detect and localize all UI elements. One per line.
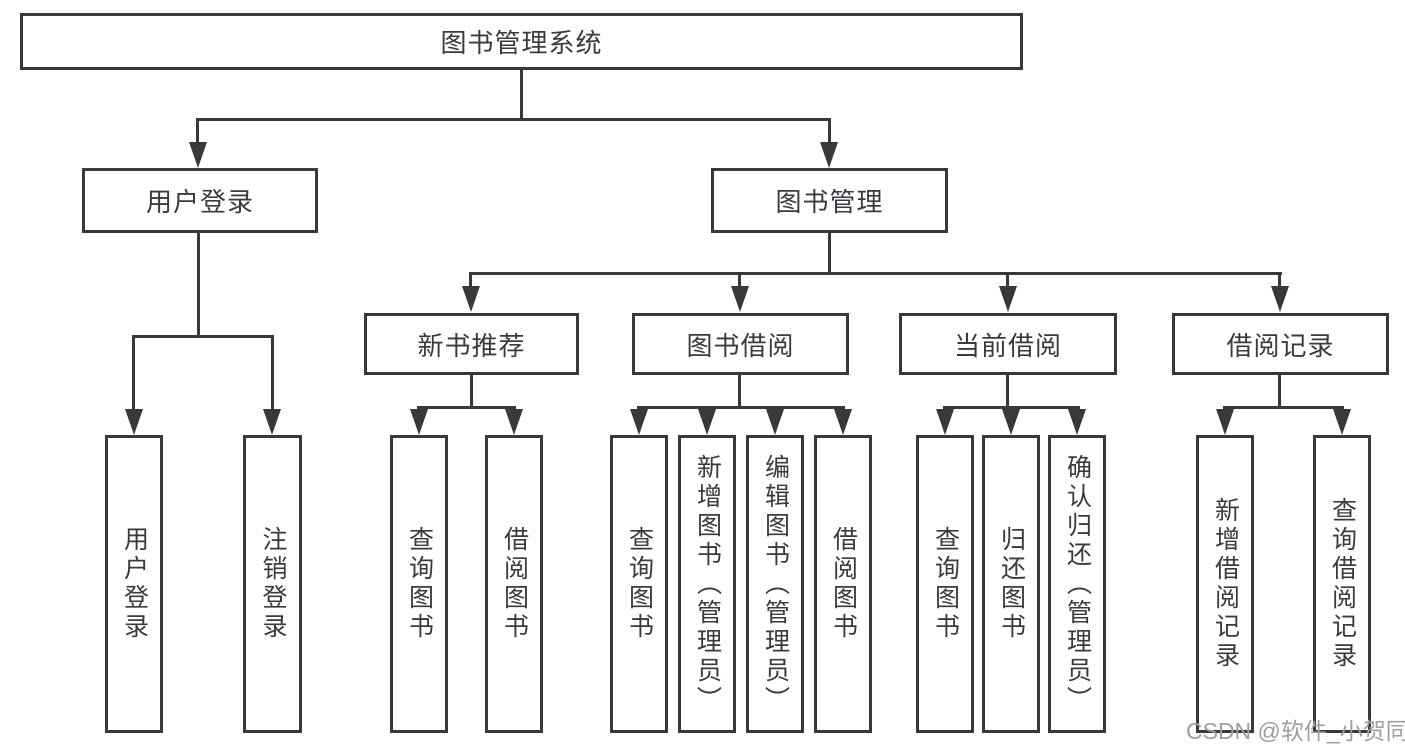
connector-vertical [1006, 272, 1009, 289]
connector-vertical [132, 335, 135, 411]
arrow-down-icon [731, 286, 749, 312]
arrow-down-icon [698, 409, 716, 435]
arrow-down-icon [505, 409, 523, 435]
connector-vertical [1006, 375, 1009, 409]
arrow-down-icon [820, 142, 838, 168]
leaf-query-books-recommend: 查询图书 [390, 435, 448, 733]
connector-vertical [738, 272, 741, 289]
connector-vertical [1278, 272, 1281, 289]
leaf-borrow-books-recommend: 借阅图书 [485, 435, 543, 733]
connector-vertical [469, 272, 472, 289]
connector-horizontal [469, 272, 1282, 275]
arrow-down-icon [263, 409, 281, 435]
watermark-text: CSDN @软件_小贺同学 [1186, 718, 1405, 744]
leaf-logout: 注销登录 [243, 435, 302, 733]
connector-horizontal [196, 118, 831, 121]
leaf-query-books-current: 查询图书 [916, 435, 974, 733]
leaf-user-login: 用户登录 [105, 435, 163, 733]
leaf-confirm-return-admin: 确认归还（管理员） [1048, 435, 1106, 733]
arrow-down-icon [462, 286, 480, 312]
leaf-query-books-borrow: 查询图书 [610, 435, 668, 733]
connector-vertical [470, 375, 473, 409]
node-book-management: 图书管理 [711, 168, 948, 233]
arrow-down-icon [189, 142, 207, 168]
node-borrow-records: 借阅记录 [1172, 313, 1389, 375]
arrow-down-icon [1271, 286, 1289, 312]
leaf-add-borrow-record: 新增借阅记录 [1196, 435, 1254, 733]
arrow-down-icon [410, 409, 428, 435]
node-new-book-recommend: 新书推荐 [364, 313, 579, 375]
arrow-down-icon [125, 409, 143, 435]
arrow-down-icon [766, 409, 784, 435]
connector-vertical [271, 335, 274, 411]
node-current-borrow: 当前借阅 [899, 313, 1117, 375]
leaf-edit-book-admin: 编辑图书（管理员） [746, 435, 804, 733]
connector-horizontal [132, 335, 274, 338]
node-user-login: 用户登录 [82, 168, 318, 233]
arrow-down-icon [1216, 409, 1234, 435]
connector-vertical [828, 233, 831, 275]
connector-horizontal [417, 406, 516, 409]
connector-horizontal [1223, 406, 1344, 409]
arrow-down-icon [1333, 409, 1351, 435]
node-book-borrow: 图书借阅 [632, 313, 849, 375]
arrow-down-icon [936, 409, 954, 435]
leaf-add-book-admin: 新增图书（管理员） [678, 435, 736, 733]
node-root: 图书管理系统 [20, 13, 1023, 70]
connector-vertical [196, 118, 199, 144]
arrow-down-icon [834, 409, 852, 435]
connector-vertical [738, 375, 741, 409]
arrow-down-icon [1068, 409, 1086, 435]
leaf-return-book: 归还图书 [982, 435, 1040, 733]
connector-horizontal [637, 406, 845, 409]
connector-vertical [520, 70, 523, 121]
connector-horizontal [943, 406, 1080, 409]
connector-vertical [1278, 375, 1281, 409]
connector-vertical [197, 233, 200, 338]
connector-vertical [828, 118, 831, 144]
leaf-borrow-books: 借阅图书 [814, 435, 872, 733]
arrow-down-icon [630, 409, 648, 435]
arrow-down-icon [999, 286, 1017, 312]
leaf-query-borrow-record: 查询借阅记录 [1313, 435, 1371, 733]
arrow-down-icon [1002, 409, 1020, 435]
